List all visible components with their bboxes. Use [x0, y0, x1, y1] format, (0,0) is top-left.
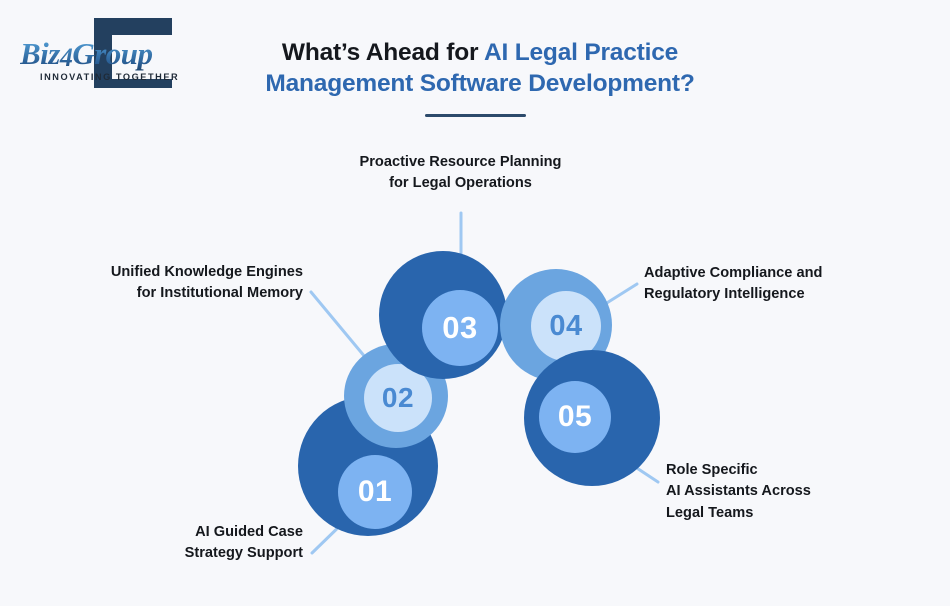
page-title-accent: AI Legal Practice Management Software De…	[265, 39, 695, 97]
circle-number-badge-04: 04	[531, 291, 601, 361]
node-label-03: Proactive Resource Planning for Legal Op…	[359, 154, 562, 192]
circle-number-text-01: 01	[357, 475, 393, 508]
logo-bracket-notch	[112, 35, 172, 79]
page-title: What’s Ahead for AI Legal Practice Manag…	[250, 38, 710, 100]
node-label-04: Adaptive Compliance and Regulatory Intel…	[644, 265, 823, 303]
logo-tagline: INNOVATING TOGETHER	[40, 72, 180, 82]
circle-number-text-02: 02	[381, 382, 415, 413]
page-title-plain: What’s Ahead for	[281, 39, 485, 66]
circle-number-badge-03: 03	[422, 290, 498, 366]
node-label-02: Unified Knowledge Engines for Institutio…	[110, 264, 303, 302]
brand-logo[interactable]: Biz4Group INNOVATING TOGETHER	[18, 18, 193, 93]
logo-wordmark: Biz4Group	[20, 36, 153, 73]
circle-number-text-04: 04	[549, 309, 583, 342]
circle-node-03[interactable]: 03	[379, 251, 507, 379]
node-label-01: AI Guided Case Strategy Support	[184, 524, 303, 562]
circle-number-badge-01: 01	[338, 455, 412, 529]
title-divider	[425, 114, 526, 117]
node-label-05: Role Specific AI Assistants Across Legal…	[666, 462, 811, 521]
circle-number-text-03: 03	[442, 310, 478, 345]
logo-wordmark-four: 4	[59, 43, 73, 72]
circle-node-05[interactable]: 05	[524, 350, 660, 486]
logo-wordmark-part1: Biz	[20, 36, 60, 71]
circle-number-text-05: 05	[557, 400, 593, 433]
logo-wordmark-part2: Group	[72, 36, 153, 71]
circle-number-badge-05: 05	[539, 381, 611, 453]
